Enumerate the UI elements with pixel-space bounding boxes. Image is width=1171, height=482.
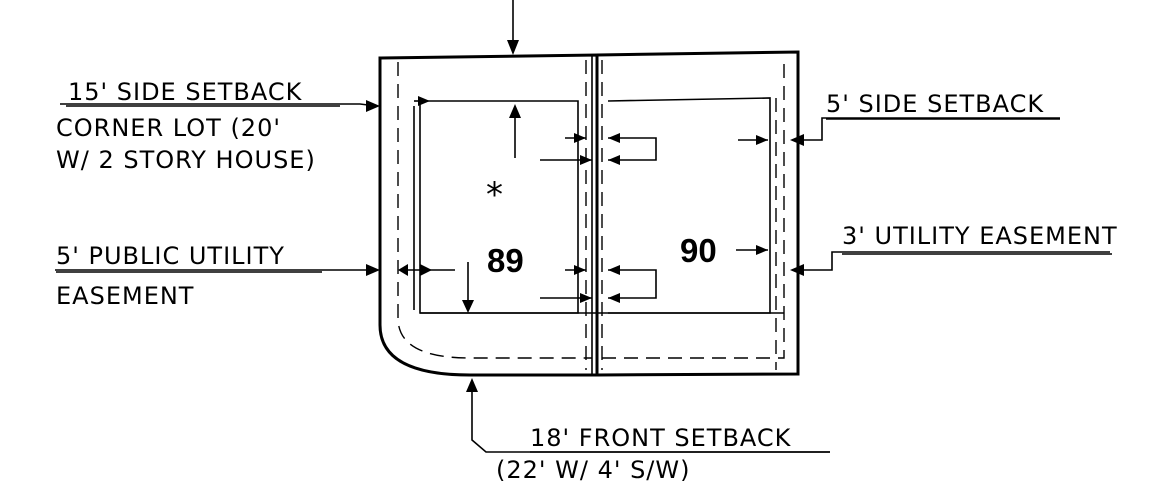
public-utility-easement-line — [397, 62, 592, 359]
side-setback-5-dim-arrow — [756, 135, 768, 145]
asterisk-marker: * — [486, 175, 503, 215]
lot90-dim-arrow — [756, 245, 768, 255]
interior-tick-2b-arrow — [608, 293, 620, 303]
top-arrowhead — [507, 40, 519, 55]
utility-easement-label: 3' UTILITY EASEMENT — [842, 222, 1118, 250]
lot-89-number: 89 — [487, 242, 524, 279]
front-setback-label-2: (22' W/ 4' S/W) — [496, 456, 690, 482]
shared-tick-3-arrow — [574, 265, 586, 275]
public-utility-label-2: EASEMENT — [56, 282, 194, 310]
asterisk-arrowhead — [509, 104, 521, 118]
side-setback-15-dim-arrow — [418, 96, 430, 106]
corner-lot-label-1: CORNER LOT (20' — [56, 114, 281, 142]
utility-easement-arrowhead — [790, 264, 804, 276]
public-utility-dim-arrow — [398, 264, 408, 276]
interior-building-envelope — [607, 97, 771, 314]
interior-tick-2-arrow — [608, 265, 620, 275]
side-setback-15-arrowhead — [366, 100, 380, 112]
interior-tick-2 — [608, 269, 657, 299]
side-setback-15-label: 15' SIDE SETBACK — [68, 78, 303, 106]
corner-lot-boundary — [378, 53, 599, 377]
side-setback-5-leader — [792, 117, 1060, 141]
lot89-arrowhead — [462, 300, 474, 313]
interior-lot-boundary — [596, 50, 800, 377]
side-setback-5-label: 5' SIDE SETBACK — [826, 90, 1044, 118]
shared-tick-1-arrow — [574, 133, 586, 143]
utility-easement-leader — [792, 251, 1110, 271]
interior-tick-1-arrow — [608, 133, 620, 143]
front-setback-arrowhead — [466, 378, 478, 392]
interior-front-easement-line — [602, 58, 785, 359]
public-utility-label-1: 5' PUBLIC UTILITY — [56, 242, 285, 270]
public-utility-dim-arrow2 — [420, 264, 432, 276]
shared-tick-4-arrow — [580, 293, 592, 303]
interior-tick-1 — [608, 137, 657, 161]
public-utility-arrowhead — [366, 264, 380, 276]
front-setback-label-1: 18' FRONT SETBACK — [530, 424, 792, 452]
corner-lot-label-2: W/ 2 STORY HOUSE) — [56, 146, 316, 174]
interior-tick-1b-arrow — [608, 155, 620, 165]
side-setback-5-arrowhead — [790, 134, 804, 146]
lot-90-number: 90 — [680, 232, 717, 269]
shared-tick-2-arrow — [580, 155, 592, 165]
